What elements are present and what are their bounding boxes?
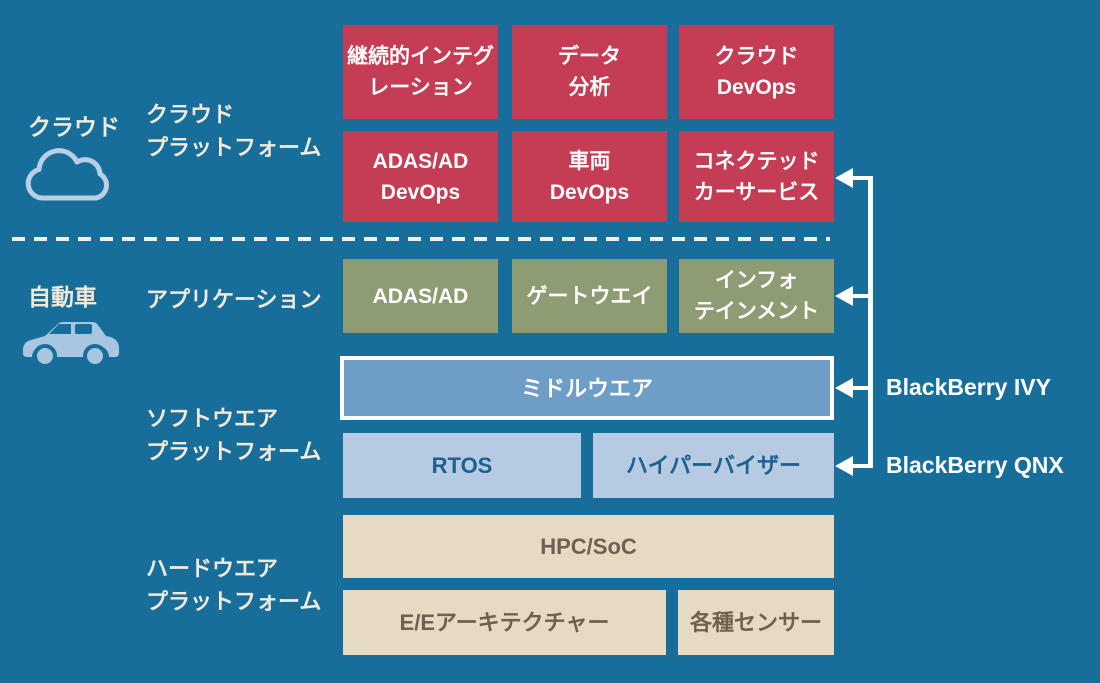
application-label: アプリケーション xyxy=(146,287,322,312)
box-connected-car-services: コネクテッド カーサービス xyxy=(679,131,834,222)
connector-line-infotainment xyxy=(851,294,873,298)
car-icon xyxy=(18,312,120,375)
box-middleware: ミドルウエア xyxy=(340,356,834,420)
cloud-vehicle-separator-line xyxy=(12,237,830,241)
connector-vertical-line xyxy=(868,176,873,468)
arrow-middleware-icon xyxy=(835,378,853,398)
box-hpc-soc: HPC/SoC xyxy=(343,515,834,578)
software-platform-label: ソフトウエア プラットフォーム xyxy=(146,406,322,464)
connector-line-hypervisor xyxy=(851,464,873,468)
box-vehicle-devops: 車両 DevOps xyxy=(512,131,667,222)
arrow-infotainment-icon xyxy=(835,286,853,306)
blackberry-qnx-label: BlackBerry QNX xyxy=(886,452,1064,478)
box-adas-ad-devops: ADAS/AD DevOps xyxy=(343,131,498,222)
box-continuous-integration: 継続的インテグ レーション xyxy=(343,25,498,119)
box-data-analytics: データ 分析 xyxy=(512,25,667,119)
box-infotainment: インフォ テインメント xyxy=(679,259,834,333)
box-sensors: 各種センサー xyxy=(678,590,834,655)
automobile-section-label: 自動車 xyxy=(28,284,97,310)
connector-line-middleware xyxy=(851,386,873,390)
box-rtos: RTOS xyxy=(343,433,581,498)
box-adas-ad: ADAS/AD xyxy=(343,259,498,333)
cloud-section-label: クラウド xyxy=(28,114,120,140)
box-ee-architecture: E/Eアーキテクチャー xyxy=(343,590,666,655)
blackberry-ivy-label: BlackBerry IVY xyxy=(886,374,1051,400)
cloud-icon xyxy=(22,147,114,208)
box-cloud-devops: クラウド DevOps xyxy=(679,25,834,119)
arrow-connected-car-icon xyxy=(835,168,853,188)
cloud-platform-label: クラウド プラットフォーム xyxy=(146,102,322,160)
connector-line-connected-car xyxy=(851,176,873,180)
hardware-platform-label: ハードウエア プラットフォーム xyxy=(146,556,322,614)
box-hypervisor: ハイパーバイザー xyxy=(593,433,834,498)
arrow-hypervisor-icon xyxy=(835,456,853,476)
box-gateway: ゲートウエイ xyxy=(512,259,667,333)
